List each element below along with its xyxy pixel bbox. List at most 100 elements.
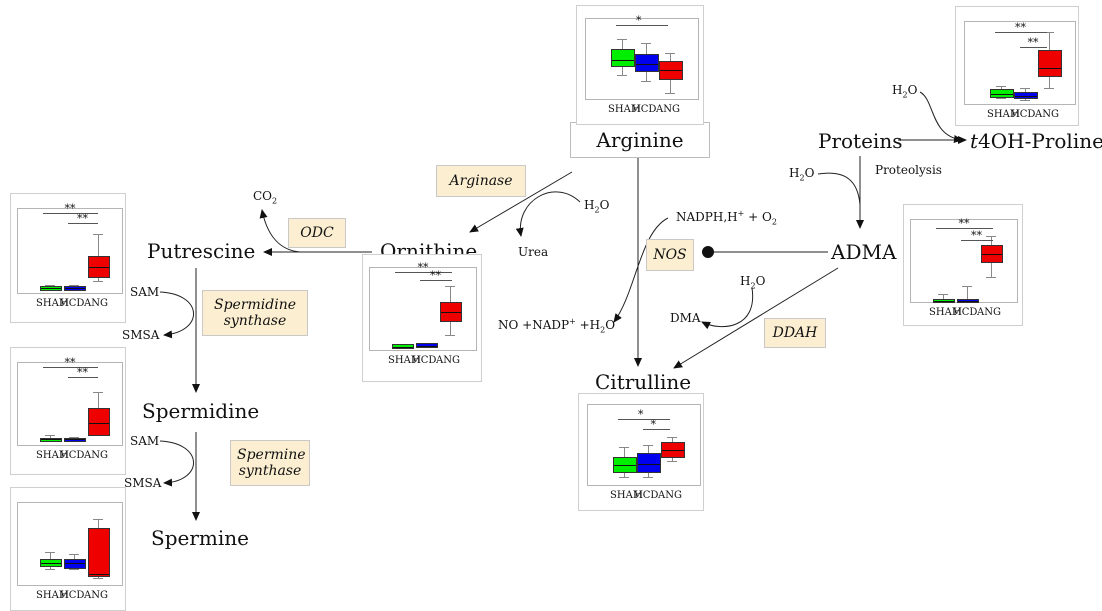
- plot-area: ****: [369, 262, 477, 351]
- whisker-cap: [665, 52, 675, 54]
- whisker-cap: [1020, 99, 1030, 101]
- significance-bar: [618, 419, 670, 420]
- box-hcd: [416, 343, 438, 348]
- significance-bar: [68, 223, 98, 224]
- group-label-hcd: HCD: [60, 450, 85, 461]
- significance-bar: [43, 367, 98, 368]
- median-line: [636, 63, 658, 65]
- enzyme-odc: ODC: [288, 218, 346, 248]
- box-hcd: [1014, 91, 1038, 100]
- plot-area: ****: [910, 217, 1018, 303]
- arrow-h2o-urea: [515, 191, 581, 237]
- plot-area: ****: [17, 203, 123, 294]
- box-sham: [392, 344, 414, 349]
- enzyme-spermine-synthase: Spermine synthase: [230, 440, 310, 486]
- significance-label: **: [971, 229, 982, 242]
- plot-area: ****: [964, 21, 1076, 105]
- whisker-cap: [1020, 88, 1030, 90]
- significance-bar: [43, 213, 98, 214]
- median-line: [65, 288, 85, 290]
- enzyme-nos-label: NOS: [653, 246, 687, 263]
- group-label-sham: SHAM: [388, 355, 422, 366]
- whisker-cap: [93, 435, 103, 437]
- box-ang: [440, 302, 462, 322]
- group-label-ang: ANG: [1035, 109, 1059, 120]
- group-label-hcd: HCD: [632, 104, 657, 115]
- arrow-sam-smsa-1: [159, 291, 194, 339]
- median-line: [89, 423, 109, 425]
- group-label-ang: ANG: [84, 298, 108, 309]
- plot-area: *: [585, 14, 699, 100]
- whisker-cap: [69, 436, 79, 438]
- metabolite-arginine: Arginine: [570, 122, 710, 158]
- median-line: [614, 465, 636, 467]
- box-sham: [933, 298, 955, 303]
- enzyme-arginase: Arginase: [436, 165, 526, 197]
- significance-label: *: [636, 14, 642, 27]
- metabolite-spermine: Spermine: [151, 526, 249, 550]
- sam-label-1: SAM: [130, 285, 160, 299]
- group-label-sham: SHAM: [610, 490, 644, 501]
- arrow-arginine-ornithine: [469, 171, 573, 233]
- inhibition-dot: [702, 246, 714, 258]
- median-line: [393, 346, 413, 348]
- whisker-cap: [93, 281, 103, 283]
- median-line: [65, 563, 85, 565]
- whisker-cap: [641, 81, 651, 83]
- whisker-cap: [93, 519, 103, 521]
- box-ang: [88, 256, 110, 279]
- h2o-label-proteolysis: H2O: [789, 166, 815, 183]
- metabolite-putrescine: Putrescine: [147, 239, 256, 263]
- whisker-cap: [69, 285, 79, 287]
- median-line: [991, 93, 1013, 95]
- box-hcd: [64, 558, 86, 569]
- significance-label: **: [64, 202, 76, 215]
- whisker-sham: [943, 293, 944, 301]
- significance-bar: [68, 377, 98, 378]
- significance-label: *: [650, 418, 657, 431]
- significance-bar: [616, 25, 668, 26]
- box-ang: [88, 408, 110, 436]
- median-line: [417, 346, 437, 348]
- median-line: [662, 449, 684, 451]
- box-hcd: [637, 453, 661, 473]
- median-line: [958, 300, 978, 302]
- group-label-sham: SHAM: [36, 590, 70, 601]
- proteolysis-label: Proteolysis: [875, 163, 942, 177]
- whisker-cap: [93, 391, 103, 393]
- significance-label: **: [417, 261, 429, 274]
- group-label-hcd: HCD: [60, 590, 85, 601]
- significance-label: **: [958, 217, 970, 230]
- h2o-label-hydroxyproline: H2O: [892, 83, 918, 100]
- significance-label: **: [1015, 21, 1026, 34]
- h2o-label-arginase: H2O: [584, 198, 610, 215]
- whisker-cap: [93, 234, 103, 236]
- box-ang: [88, 527, 110, 578]
- box-ang: [981, 244, 1003, 263]
- group-label-sham: SHAM: [608, 104, 642, 115]
- whisker-cap: [617, 75, 627, 76]
- plot-area: [17, 502, 123, 586]
- whisker-cap: [643, 477, 653, 478]
- enzyme-odc-label: ODC: [300, 224, 334, 241]
- whisker-hcd: [967, 285, 968, 301]
- enzyme-spermidine-synthase: Spermidine synthase: [202, 290, 308, 336]
- whisker-cap: [938, 293, 948, 295]
- box-sham: [613, 457, 637, 473]
- median-line: [638, 463, 660, 465]
- box-sham: [40, 286, 62, 291]
- box-ang: [661, 441, 685, 459]
- plot-area: **: [587, 404, 701, 486]
- metabolite-spermidine: Spermidine: [142, 399, 260, 423]
- group-label-sham: SHAM: [36, 298, 70, 309]
- smsa-label-1: SMSA: [122, 328, 160, 342]
- metabolite-hydroxyproline: t4OH-Proline: [970, 131, 1102, 151]
- median-line: [41, 439, 61, 441]
- significance-label: *: [638, 408, 644, 421]
- group-label-sham: SHAM: [929, 307, 963, 318]
